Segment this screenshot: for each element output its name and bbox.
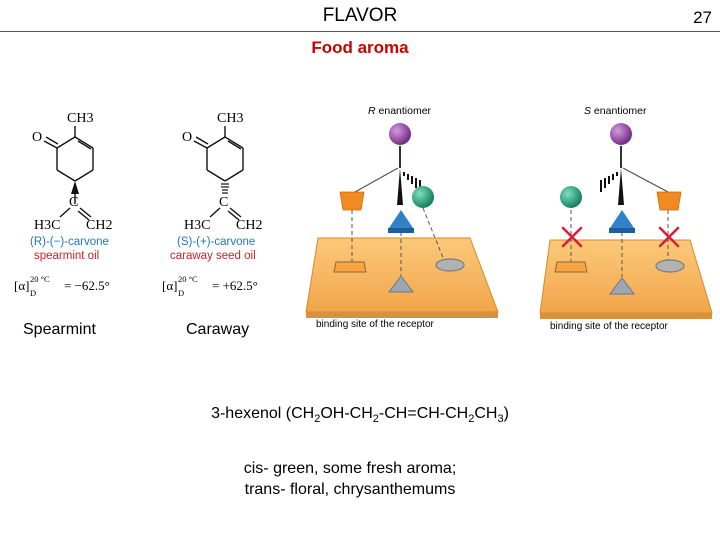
r-rotation-temp: 20 °C: [30, 274, 50, 284]
s-oxygen-label: O: [182, 130, 192, 145]
r-enantiomer-title: R enantiomer: [368, 105, 432, 117]
s-rotation-symbol: [α]: [162, 278, 177, 293]
s-rotation-value: = +62.5°: [212, 278, 258, 293]
r-h3c-label: H3C: [34, 218, 60, 233]
r-enantiomer-title-letter: R: [368, 105, 376, 117]
formula-subscript: 2: [314, 413, 321, 426]
r-carvone-structure: CH3 O C H3C CH2 (R)-(−)-carvone spearmin…: [14, 111, 112, 298]
trans-isomer-line: trans- floral, chrysanthemums: [244, 481, 456, 498]
isomer-description: cis- green, some fresh aroma; trans- flo…: [0, 458, 700, 500]
s-purple-substituent: [610, 123, 632, 145]
mismatch-x-icon: [561, 226, 583, 248]
s-receptor-plate: [539, 239, 713, 314]
r-rotation-d: D: [30, 288, 36, 298]
cis-isomer-line: cis- green, some fresh aroma;: [243, 460, 457, 477]
s-orange-substituent: [656, 191, 682, 211]
s-carvone-source: caraway seed oil: [170, 250, 256, 262]
r-receptor-plate: [305, 237, 499, 313]
s-enantiomer-receptor: S enantiomer: [539, 105, 713, 332]
r-green-substituent: [412, 186, 434, 208]
r-ch3-top-label: CH3: [67, 111, 93, 126]
r-enantiomer-title-rest: enantiomer: [376, 105, 432, 117]
s-receptor-plate-edge: [540, 313, 712, 319]
mismatch-x-icon: [658, 226, 680, 248]
s-rotation-temp: 20 °C: [178, 274, 198, 284]
page-number: 27: [693, 8, 712, 27]
s-h3c-label: H3C: [184, 218, 210, 233]
formula-subscript: 2: [468, 413, 475, 426]
formula-part: OH-CH: [320, 405, 373, 422]
s-carvone-structure: CH3 O C H3C CH2 (S)-(+)-carvone caraway …: [162, 111, 262, 298]
r-oxygen-label: O: [32, 130, 42, 145]
s-c-label: C: [219, 195, 228, 210]
r-purple-substituent: [389, 123, 411, 145]
s-carvone-name: (S)-(+)-carvone: [177, 236, 255, 248]
s-blue-substituent: [610, 210, 634, 228]
r-rotation-symbol: [α]: [14, 278, 29, 293]
r-blue-substituent: [389, 210, 413, 228]
formula-part: ): [503, 405, 509, 422]
s-enantiomer-title-letter: S: [584, 105, 591, 117]
s-ch3-top-label: CH3: [217, 111, 243, 126]
slide-subtitle: Food aroma: [311, 38, 409, 57]
r-c-label: C: [69, 195, 78, 210]
spearmint-caption: Spearmint: [23, 321, 96, 338]
r-receptor-caption: binding site of the receptor: [316, 319, 435, 330]
formula-part: -CH=CH-CH: [378, 405, 469, 422]
s-green-substituent: [560, 186, 582, 208]
r-carvone-name: (R)-(−)-carvone: [30, 236, 109, 248]
r-rotation-value: = −62.5°: [64, 278, 110, 293]
formula-subscript: 3: [497, 413, 504, 426]
carvone-enantiomer-figure: CH3 O C H3C CH2 (R)-(−)-carvone spearmin…: [14, 105, 713, 332]
s-receptor-caption: binding site of the receptor: [550, 321, 669, 332]
s-rotation-d: D: [178, 288, 184, 298]
r-green-pocket: [435, 258, 465, 272]
hexenol-formula: 3-hexenol (CH2OH-CH2-CH=CH-CH2CH3): [0, 405, 720, 425]
r-carvone-source: spearmint oil: [34, 250, 99, 262]
slide-title: FLAVOR: [322, 5, 398, 26]
formula-subscript: 2: [372, 413, 379, 426]
formula-part: CH: [474, 405, 498, 422]
formula-part: 3-hexenol (CH: [211, 405, 315, 422]
s-enantiomer-title: S enantiomer: [584, 105, 647, 117]
caraway-caption: Caraway: [186, 321, 250, 338]
s-green-pocket: [655, 259, 685, 273]
r-orange-substituent: [339, 191, 365, 211]
s-orange-pocket: [554, 261, 588, 273]
title-divider: [0, 31, 720, 32]
s-ch2-label: CH2: [236, 218, 262, 233]
r-enantiomer-receptor: R enantiomer binding site of t: [305, 105, 499, 330]
r-blue-pocket: [388, 275, 414, 293]
s-blue-pocket: [609, 277, 635, 295]
r-ch2-label: CH2: [86, 218, 112, 233]
s-enantiomer-title-rest: enantiomer: [591, 105, 647, 117]
r-receptor-plate-edge: [306, 312, 498, 318]
r-orange-pocket: [333, 261, 367, 273]
